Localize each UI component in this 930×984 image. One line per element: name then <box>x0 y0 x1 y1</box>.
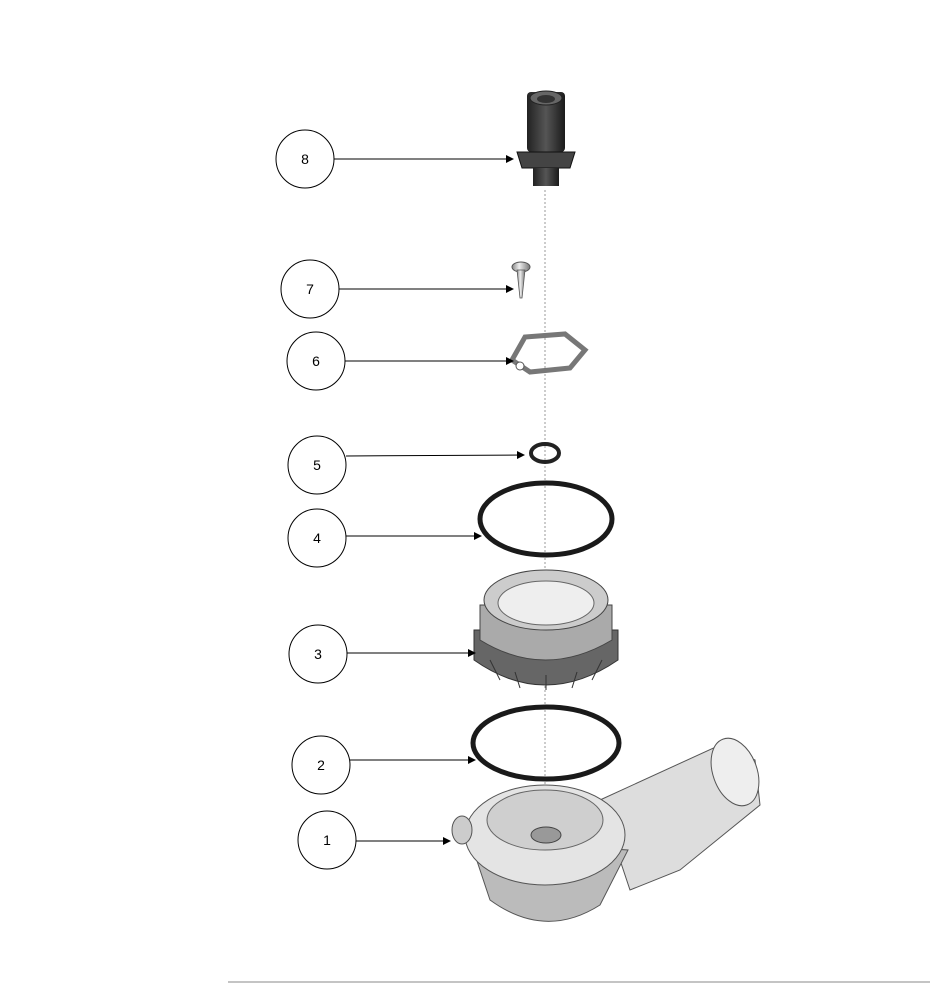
callout-4: 4 <box>287 508 482 568</box>
part-3-union-nut <box>473 569 619 690</box>
callout-5: 5 <box>287 435 525 495</box>
callout-label: 1 <box>323 832 331 848</box>
callout-6: 6 <box>286 331 514 391</box>
callout-label: 3 <box>314 646 322 662</box>
part-7-screw <box>511 261 531 299</box>
part-4-large-o-ring <box>477 480 615 558</box>
callout-label: 6 <box>312 353 320 369</box>
callout-3: 3 <box>288 624 476 684</box>
part-5-small-o-ring <box>529 442 561 464</box>
part-2-o-ring <box>470 704 622 782</box>
callout-1: 1 <box>297 810 451 870</box>
callout-label: 8 <box>301 151 309 167</box>
part-1-body-housing <box>451 737 761 922</box>
part-6-retaining-plate <box>508 331 589 375</box>
callout-label: 2 <box>317 757 325 773</box>
callout-2: 2 <box>291 735 476 795</box>
callout-label: 5 <box>313 457 321 473</box>
callout-label: 4 <box>313 530 321 546</box>
part-8-fitting <box>516 90 576 186</box>
callout-label: 7 <box>306 281 314 297</box>
callout-7: 7 <box>280 259 514 319</box>
callout-8: 8 <box>275 129 514 189</box>
